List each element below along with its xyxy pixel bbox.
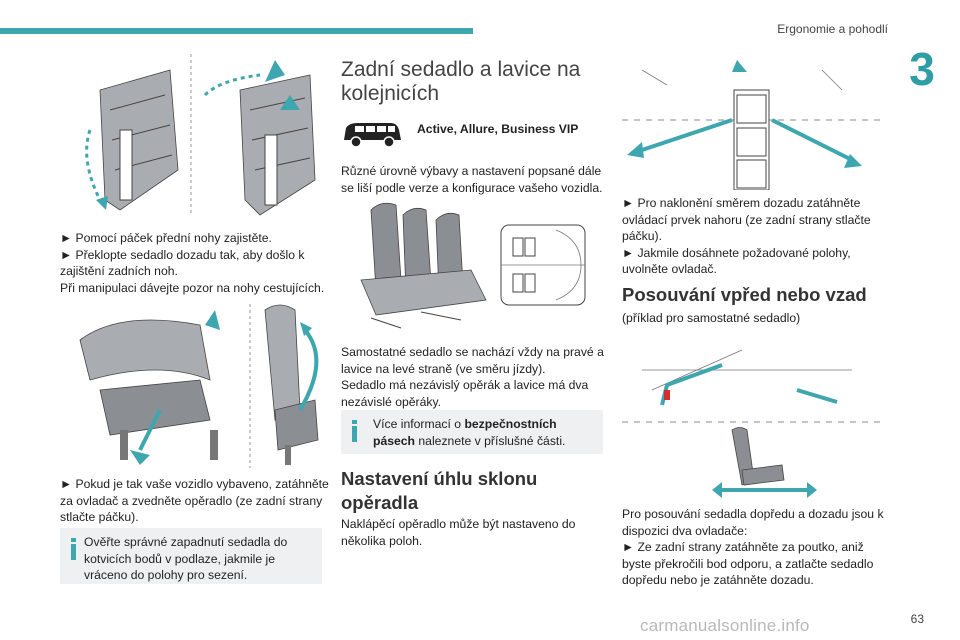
left-paragraph-1: ► Pomocí páček přední nohy zajistěte. ► … [60, 231, 325, 295]
info-note-seat-anchor: Ověřte správné zapadnutí sedadla do kotv… [60, 528, 322, 584]
section-heading-rear-seat: Zadní sedadlo a lavice na kolejnicích [341, 58, 581, 105]
seat-slide-illustration [622, 349, 884, 498]
info-note-seatbelts: Více informací o bezpečnostních pásech n… [341, 410, 603, 454]
right-paragraph-1: ► Pro naklonění směrem dozadu zatáhněte … [622, 196, 871, 276]
middle-paragraph-3: Naklápěcí opěradlo může být nastaveno do… [341, 517, 576, 548]
version-list: Active, Allure, Business VIP [417, 122, 579, 136]
header-accent-bar [0, 28, 473, 34]
seat-fold-illustration [62, 52, 320, 216]
rear-seats-illustration [360, 202, 586, 329]
right-subheading: (příklad pro samostatné sedadlo) [622, 311, 801, 325]
note-text: Více informací o bezpečnostních pásech n… [373, 417, 566, 448]
watermark: carmanualsonline.info [640, 616, 810, 635]
page-number: 63 [910, 612, 924, 626]
backrest-tilt-illustration [622, 60, 884, 190]
info-icon [70, 538, 76, 560]
section-heading-slide: Posouvání vpřed nebo vzad [622, 284, 867, 305]
left-paragraph-2: ► Pokud je tak vaše vozidlo vybaveno, za… [60, 477, 329, 524]
info-icon [351, 420, 357, 442]
chapter-number: 3 [909, 43, 935, 95]
section-heading-backrest: Nastavení úhlu sklonu opěradla [341, 468, 538, 513]
backrest-raise-illustration [79, 304, 319, 468]
section-title: Ergonomie a pohodlí [777, 22, 888, 36]
right-paragraph-2: Pro posouvání sedadla dopředu a dozadu j… [622, 507, 884, 587]
middle-paragraph-2: Samostatné sedadlo se nachází vždy na pr… [341, 345, 604, 409]
van-icon [344, 123, 401, 148]
middle-paragraph-1: Různé úrovně výbavy a nastavení popsané … [341, 164, 603, 195]
note-text: Ověřte správné zapadnutí sedadla do kotv… [84, 535, 288, 582]
